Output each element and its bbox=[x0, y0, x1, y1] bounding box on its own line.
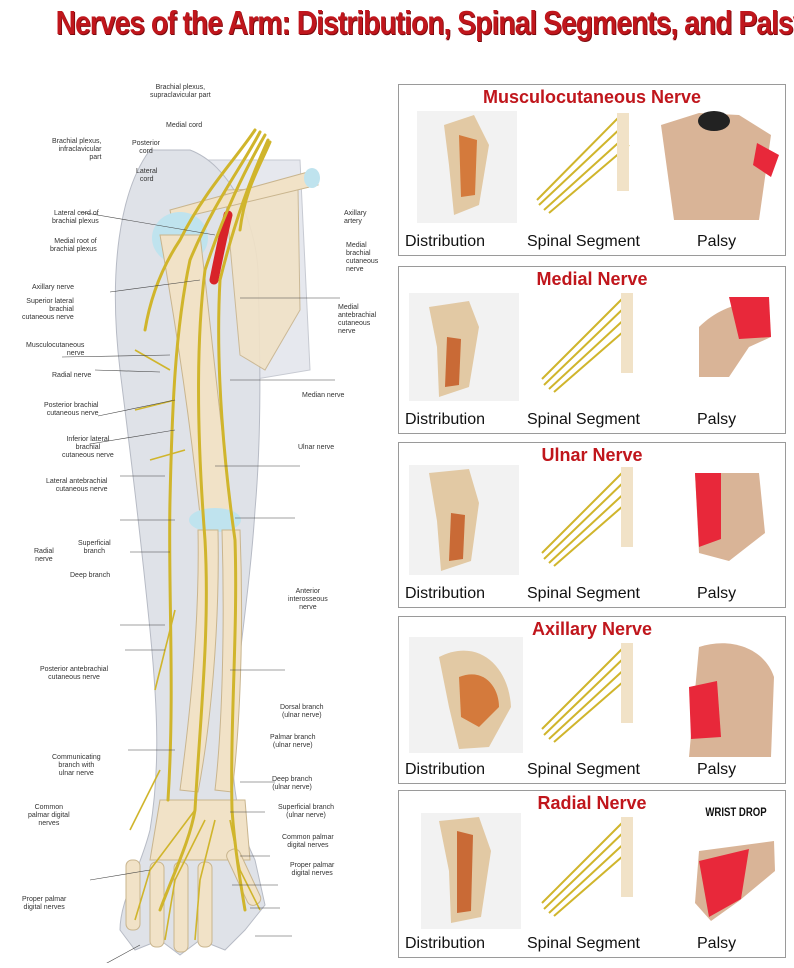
panel-ulnar: Ulnar Nerve Distribution Spinal Segment … bbox=[398, 442, 786, 608]
label-axillary-nerve: Axillary nerve bbox=[32, 284, 75, 291]
panel-title: Axillary Nerve bbox=[531, 619, 653, 639]
caption-distribution: Distribution bbox=[405, 233, 486, 250]
wrist-drop-label: WRIST DROP bbox=[705, 805, 767, 819]
label-palmar-branch-ulnar: Palmar branch(ulnar nerve) bbox=[270, 734, 316, 749]
caption-distribution: Distribution bbox=[405, 585, 486, 602]
arm-nerve-drawing bbox=[61, 128, 340, 968]
caption-distribution: Distribution bbox=[405, 411, 486, 428]
panel-medial: Medial Nerve Distribution Spinal Segment… bbox=[398, 266, 786, 434]
panel-illustrations bbox=[409, 637, 774, 757]
label-brachial-plexus-supraclavicular: Brachial plexus,supraclavicular part bbox=[150, 84, 211, 99]
caption-distribution: Distribution bbox=[405, 761, 486, 778]
caption-spinal-segment: Spinal Segment bbox=[527, 761, 640, 778]
caption-palsy: Palsy bbox=[697, 411, 737, 428]
label-deep-branch: Deep branch bbox=[70, 572, 111, 579]
panel-axillary: Axillary Nerve Distribution Spinal Segme… bbox=[398, 616, 786, 784]
panel-radial: Radial Nerve WRIST DROP Distribution Spi… bbox=[398, 790, 786, 958]
caption-spinal-segment: Spinal Segment bbox=[527, 935, 640, 952]
panel-title: Medial Nerve bbox=[536, 269, 648, 289]
panel-title: Ulnar Nerve bbox=[541, 445, 643, 465]
label-radial-nerve: Radial nerve bbox=[52, 372, 92, 379]
panel-illustrations bbox=[409, 465, 765, 575]
page-title: Nerves of the Arm: Distribution, Spinal … bbox=[55, 4, 794, 41]
panel-title: Radial Nerve bbox=[537, 793, 647, 813]
caption-palsy: Palsy bbox=[697, 935, 737, 952]
caption-spinal-segment: Spinal Segment bbox=[527, 585, 640, 602]
label-medial-cord: Medial cord bbox=[166, 122, 203, 129]
panel-illustrations bbox=[421, 813, 775, 929]
arm-anatomy-illustration: Brachial plexus,supraclavicular part Med… bbox=[0, 70, 392, 968]
label-deep-branch-ulnar: Deep branch(ulnar nerve) bbox=[272, 776, 313, 791]
label-dorsal-branch-ulnar: Dorsal branch(ulnar nerve) bbox=[280, 704, 324, 719]
label-median-nerve: Median nerve bbox=[302, 392, 345, 399]
panel-musculocutaneous: Musculocutaneous Nerve Distribution Spin… bbox=[398, 84, 786, 256]
caption-spinal-segment: Spinal Segment bbox=[527, 411, 640, 428]
panel-title: Musculocutaneous Nerve bbox=[482, 87, 702, 107]
caption-spinal-segment: Spinal Segment bbox=[527, 233, 640, 250]
caption-palsy: Palsy bbox=[697, 761, 737, 778]
caption-distribution: Distribution bbox=[405, 935, 486, 952]
label-superficial-branch-ulnar: Superficial branch(ulnar nerve) bbox=[278, 804, 335, 819]
caption-palsy: Palsy bbox=[697, 585, 737, 602]
label-ulnar-nerve: Ulnar nerve bbox=[298, 444, 335, 451]
panel-illustrations bbox=[409, 293, 771, 401]
panel-illustrations bbox=[417, 111, 779, 223]
caption-palsy: Palsy bbox=[697, 233, 737, 250]
